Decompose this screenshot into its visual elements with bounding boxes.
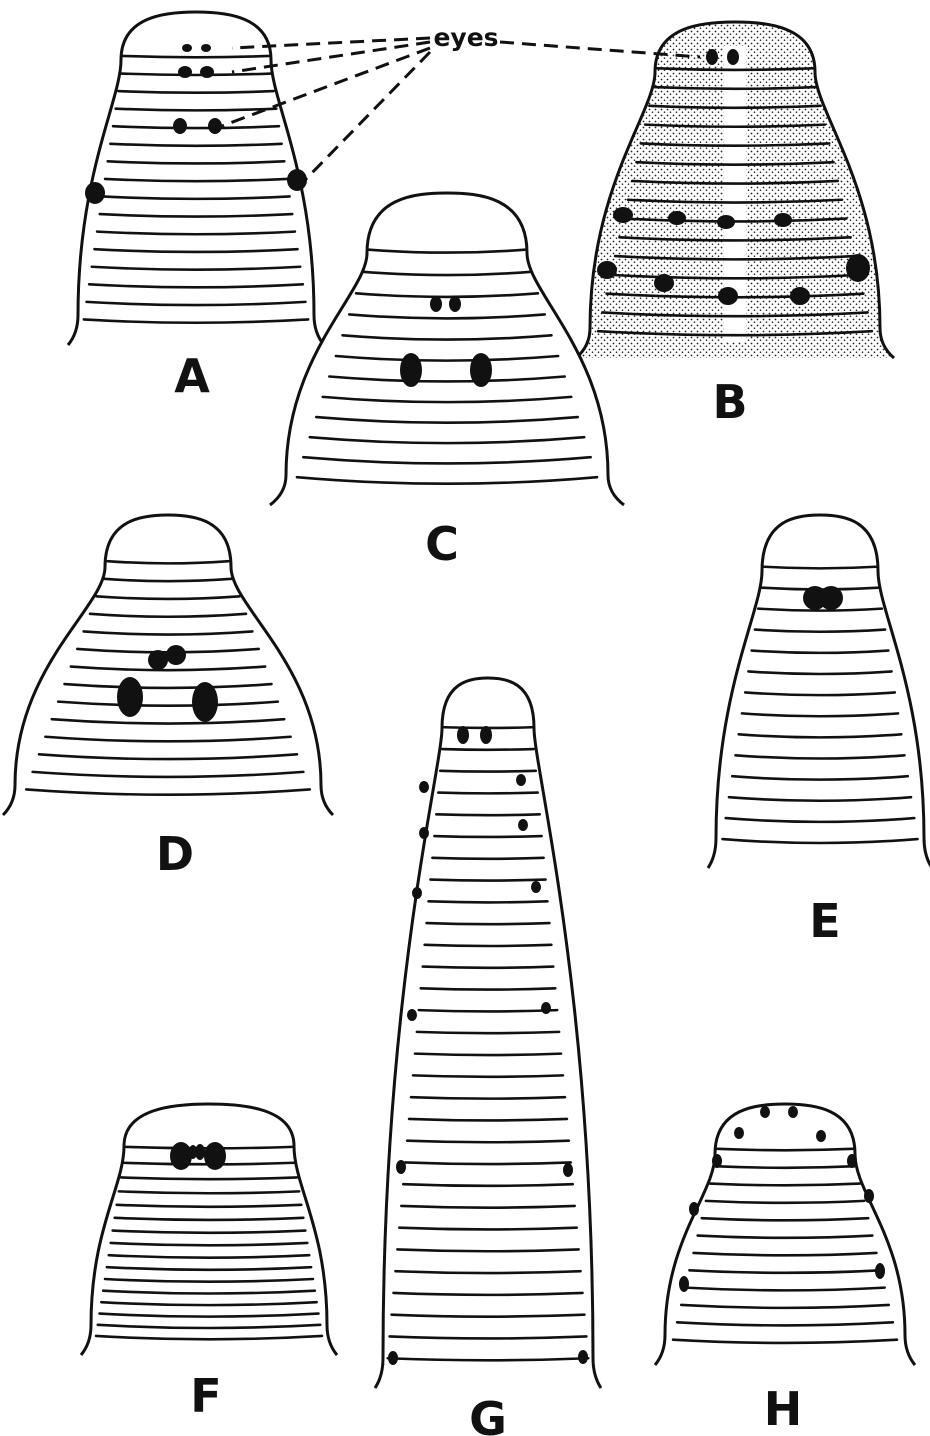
panel-label-f: F	[190, 1369, 221, 1423]
annulus-line	[419, 1010, 557, 1011]
eye-spot	[563, 1163, 573, 1177]
panel-d: D	[3, 515, 333, 881]
eye-spot	[819, 586, 843, 610]
eye-spot	[689, 1202, 699, 1216]
panel-label-g: G	[469, 1392, 507, 1436]
eye-spot	[718, 287, 738, 305]
panel-label-b: B	[712, 375, 747, 429]
annulus-line	[415, 1054, 561, 1055]
annulus-line	[429, 901, 548, 902]
eye-spot	[419, 827, 429, 839]
eye-spot	[457, 726, 469, 744]
eye-spot	[430, 296, 442, 312]
eye-spot	[182, 44, 192, 52]
annulus-line	[421, 988, 556, 989]
eye-spot	[712, 1154, 722, 1168]
annulus-line	[425, 945, 552, 946]
eye-spot	[717, 215, 735, 229]
annulus-line	[427, 923, 550, 924]
panel-e: E	[708, 515, 930, 948]
eye-spot	[148, 650, 168, 670]
eye-spot	[679, 1276, 689, 1292]
eye-spot	[864, 1189, 874, 1203]
eye-spot	[208, 118, 222, 134]
eye-spot	[189, 1145, 197, 1159]
panel-f: F	[81, 1104, 337, 1423]
eye-spot	[541, 1002, 551, 1014]
eye-spot	[396, 1160, 406, 1174]
panel-label-c: C	[425, 517, 459, 571]
eye-spot	[706, 49, 718, 65]
eye-spot	[774, 213, 792, 227]
eye-spot	[597, 261, 617, 279]
eye-spot	[654, 274, 674, 292]
eye-spot	[388, 1351, 398, 1365]
eye-spot	[470, 353, 492, 387]
eye-spot	[790, 287, 810, 305]
annulus-line	[442, 749, 534, 750]
eye-spot	[419, 781, 429, 793]
callout-label: eyes	[433, 23, 498, 52]
panel-a: A	[68, 12, 324, 403]
eye-spot	[287, 169, 307, 191]
annulus-line	[434, 836, 541, 837]
panel-c: C	[270, 193, 624, 571]
eye-spot	[531, 881, 541, 893]
eye-spot	[788, 1106, 798, 1118]
eye-spot	[578, 1350, 588, 1364]
annulus-line	[411, 1097, 565, 1098]
eye-spot	[173, 118, 187, 134]
eye-spot	[201, 44, 211, 52]
panel-label-a: A	[174, 349, 210, 403]
eye-spot	[204, 1142, 226, 1170]
eye-spot	[192, 682, 218, 722]
head-outline	[3, 515, 333, 815]
annulus-line	[432, 858, 543, 859]
eye-spot	[178, 66, 192, 78]
panel-label-h: H	[764, 1382, 803, 1436]
eye-spot	[166, 645, 186, 665]
eye-spot	[613, 207, 633, 223]
eye-spot	[734, 1127, 744, 1139]
eye-spot	[480, 726, 492, 744]
eye-spot	[412, 887, 422, 899]
eye-spot	[727, 49, 739, 65]
annulus-line	[717, 1149, 852, 1150]
annulus-line	[121, 74, 271, 75]
eye-spot	[847, 1154, 857, 1168]
eye-spot	[516, 774, 526, 786]
eye-spot	[407, 1009, 417, 1021]
annulus-line	[438, 793, 538, 794]
panel-b: B	[576, 22, 894, 429]
annulus-line	[430, 880, 545, 881]
panel-g: G	[375, 678, 601, 1436]
annulus-line	[423, 967, 554, 968]
panel-label-e: E	[809, 894, 840, 948]
eye-spot	[518, 819, 528, 831]
annulus-line	[436, 814, 539, 815]
eye-spot	[85, 182, 105, 204]
eye-spot	[200, 66, 214, 78]
annulus-line	[413, 1075, 563, 1076]
annulus-line	[440, 771, 536, 772]
eye-spot	[668, 211, 686, 225]
eye-spot	[449, 296, 461, 312]
eye-spot	[760, 1106, 770, 1118]
eye-spot	[170, 1142, 192, 1170]
eye-spot	[117, 677, 143, 717]
eye-spot	[846, 254, 870, 282]
eye-spot	[400, 353, 422, 387]
panel-h: H	[655, 1104, 915, 1436]
eye-spot	[875, 1263, 885, 1279]
annulus-line	[417, 1032, 559, 1033]
annulus-line	[123, 56, 268, 57]
panel-label-d: D	[156, 827, 194, 881]
eye-spot	[816, 1130, 826, 1142]
